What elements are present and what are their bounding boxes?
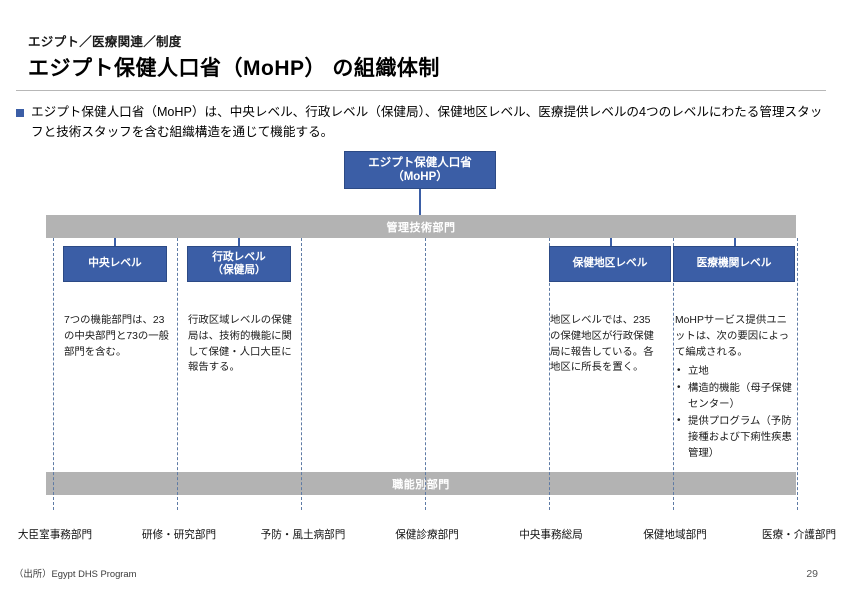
level-desc-district: 地区レベルでは、235の保健地区が行政保健局に報告している。各地区に所長を置く。 (550, 313, 658, 376)
band-management-technical: 管理技術部門 (46, 215, 796, 238)
level-stub-central (114, 238, 116, 247)
level-desc-facility-bullets: 立地 構造的機能（母子保健センター） 提供プログラム（予防接種および下痢性疾患管… (675, 363, 793, 461)
column-divider (177, 238, 178, 510)
page-title: エジプト保健人口省（MoHP） の組織体制 (28, 57, 440, 80)
breadcrumb-kicker: エジプト／医療関連／制度 (28, 35, 182, 49)
level-desc-administrative: 行政区域レベルの保健局は、技術的機能に関して保健・人口大臣に報告する。 (188, 313, 296, 376)
level-box-central-line1: 中央レベル (88, 257, 142, 270)
list-item: 立地 (677, 363, 793, 380)
level-desc-facility-text: MoHPサービス提供ユニットは、次の要因によって編成される。 (675, 315, 789, 358)
level-box-administrative-line2: （保健局） (212, 264, 266, 276)
func-dept-label: 予防・風土病部門 (260, 529, 346, 541)
level-desc-district-text: 地区レベルでは、235の保健地区が行政保健局に報告している。各地区に所長を置く。 (550, 315, 654, 374)
source-note: （出所）Egypt DHS Program (14, 568, 137, 579)
level-desc-administrative-text: 行政区域レベルの保健局は、技術的機能に関して保健・人口大臣に報告する。 (188, 315, 292, 374)
page-number: 29 (806, 568, 818, 580)
org-root-node: エジプト保健人口省 （MoHP） (344, 151, 496, 189)
title-divider (16, 90, 826, 91)
func-dept-label: 医療・介護部門 (761, 529, 837, 541)
level-box-central: 中央レベル (63, 246, 167, 282)
column-divider (53, 238, 54, 510)
column-divider (549, 238, 550, 510)
level-box-facility: 医療機関レベル (673, 246, 795, 282)
list-item: 構造的機能（母子保健センター） (677, 380, 793, 413)
level-stub-facility (734, 238, 736, 247)
level-box-administrative: 行政レベル （保健局） (187, 246, 291, 282)
level-box-administrative-line1: 行政レベル (212, 250, 266, 263)
func-dept-label: 中央事務総局 (519, 529, 583, 541)
level-box-district-line1: 保健地区レベル (572, 257, 648, 270)
list-item: 提供プログラム（予防接種および下痢性疾患管理） (677, 413, 793, 461)
level-desc-central: 7つの機能部門は、23の中央部門と73の一般部門を含む。 (64, 313, 172, 360)
level-desc-central-text: 7つの機能部門は、23の中央部門と73の一般部門を含む。 (64, 315, 170, 358)
lead-paragraph-text: エジプト保健人口省（MoHP）は、中央レベル、行政レベル（保健局）、保健地区レベ… (31, 105, 823, 139)
lead-paragraph: エジプト保健人口省（MoHP）は、中央レベル、行政レベル（保健局）、保健地区レベ… (16, 103, 828, 142)
func-dept-label: 保健診療部門 (395, 529, 459, 541)
root-connector-line (419, 189, 421, 215)
level-box-district: 保健地区レベル (549, 246, 671, 282)
func-dept-label: 保健地域部門 (643, 529, 707, 541)
level-box-facility-line1: 医療機関レベル (696, 257, 772, 270)
column-divider (673, 238, 674, 510)
band-functional: 職能別部門 (46, 472, 796, 495)
column-divider (301, 238, 302, 510)
square-bullet-icon (16, 109, 24, 117)
column-divider (797, 238, 798, 510)
func-dept-label: 大臣室事務部門 (17, 529, 93, 541)
func-dept-label: 研修・研究部門 (141, 529, 217, 541)
org-root-line1: エジプト保健人口省 (368, 156, 472, 169)
level-desc-facility: MoHPサービス提供ユニットは、次の要因によって編成される。 立地 構造的機能（… (675, 313, 793, 462)
level-stub-district (610, 238, 612, 247)
org-root-line2: （MoHP） (392, 171, 448, 183)
column-divider (425, 238, 426, 510)
level-stub-administrative (238, 238, 240, 247)
